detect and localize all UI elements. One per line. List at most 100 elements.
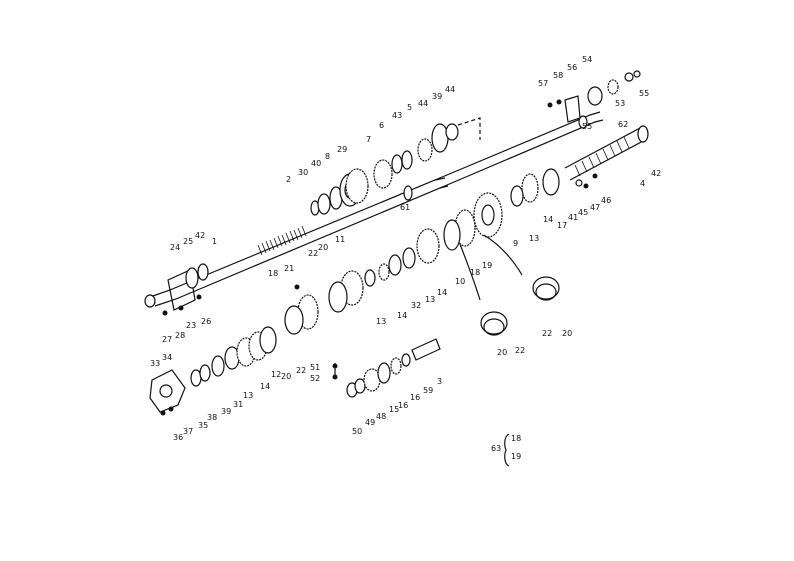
gear-17 bbox=[521, 173, 539, 203]
label-21: 21 bbox=[284, 264, 294, 273]
ring-39b bbox=[211, 355, 225, 377]
label-39: 39 bbox=[432, 92, 442, 101]
label-10: 10 bbox=[455, 277, 465, 286]
layshaft-assembly bbox=[510, 125, 649, 207]
bearing-44 bbox=[445, 123, 459, 141]
label-56: 56 bbox=[567, 63, 577, 72]
ring-55 bbox=[624, 72, 634, 82]
label-16: 16 bbox=[398, 401, 408, 410]
fork-56 bbox=[564, 95, 581, 123]
label-43: 43 bbox=[392, 111, 402, 120]
label-37: 37 bbox=[183, 427, 193, 436]
label-20b: 20 bbox=[281, 372, 291, 381]
ring-13 bbox=[388, 254, 402, 276]
label-22d: 22 bbox=[515, 346, 525, 355]
label-18: 18 bbox=[268, 269, 278, 278]
ring-38 bbox=[199, 364, 211, 382]
pin-21 bbox=[294, 284, 300, 290]
label-47: 47 bbox=[590, 203, 600, 212]
bolt-36 bbox=[160, 410, 166, 416]
bolt-28 bbox=[178, 305, 184, 311]
lower-left-row bbox=[149, 326, 277, 416]
label-17: 17 bbox=[557, 221, 567, 230]
lower-center-row bbox=[332, 338, 441, 398]
ring-20c bbox=[535, 283, 557, 301]
bearing-30 bbox=[317, 193, 331, 215]
label-20c: 20 bbox=[562, 329, 572, 338]
label-40: 40 bbox=[311, 159, 321, 168]
bearing-31 bbox=[224, 346, 240, 370]
gear-15 bbox=[377, 362, 391, 384]
label-20d: 20 bbox=[497, 348, 507, 357]
label-44b: 44 bbox=[445, 85, 455, 94]
label-11: 11 bbox=[335, 235, 345, 244]
ring-22d bbox=[483, 318, 505, 336]
shaft-end bbox=[144, 294, 156, 308]
gear-7 bbox=[373, 159, 393, 189]
spacer-13c bbox=[364, 269, 376, 287]
bearing-25 bbox=[185, 267, 199, 289]
pin-58 bbox=[556, 99, 562, 105]
label-30: 30 bbox=[298, 168, 308, 177]
label-23: 23 bbox=[186, 321, 196, 330]
label-49: 49 bbox=[365, 418, 375, 427]
gear-29 bbox=[345, 168, 369, 204]
ring-14 bbox=[402, 247, 416, 269]
label-13b: 13 bbox=[425, 295, 435, 304]
label-55: 55 bbox=[639, 89, 649, 98]
bolt-26 bbox=[196, 294, 202, 300]
selector-shaft-assembly bbox=[434, 70, 641, 189]
label-51: 51 bbox=[310, 363, 320, 372]
pin-57 bbox=[547, 102, 553, 108]
gear-18c bbox=[284, 305, 304, 335]
main-shaft-splines bbox=[257, 225, 307, 256]
label-13d: 13 bbox=[243, 391, 253, 400]
label-22: 22 bbox=[308, 249, 318, 258]
pin-47 bbox=[583, 183, 589, 189]
ring-43 bbox=[401, 150, 413, 170]
bearing-41 bbox=[542, 168, 560, 196]
label-12: 12 bbox=[271, 370, 281, 379]
label-44: 44 bbox=[418, 99, 428, 108]
label-39b: 39 bbox=[221, 407, 231, 416]
group-brace-63 bbox=[504, 433, 510, 467]
label-14: 14 bbox=[543, 215, 553, 224]
cover-33 bbox=[149, 369, 186, 413]
ring-49 bbox=[354, 378, 366, 394]
label-14d: 14 bbox=[260, 382, 270, 391]
gear-9 bbox=[473, 192, 503, 238]
label-59: 59 bbox=[423, 386, 433, 395]
middle-gear-row bbox=[284, 192, 560, 336]
ring-12 bbox=[259, 326, 277, 354]
bearing-39 bbox=[431, 123, 449, 153]
label-58: 58 bbox=[553, 71, 563, 80]
label-20: 20 bbox=[318, 243, 328, 252]
ring-20d bbox=[480, 311, 508, 335]
label-52: 52 bbox=[310, 374, 320, 383]
bolt-51 bbox=[332, 363, 338, 369]
shaft-3 bbox=[411, 338, 441, 361]
label-61: 61 bbox=[400, 203, 410, 212]
label-9: 9 bbox=[513, 239, 518, 248]
label-36: 36 bbox=[173, 433, 183, 442]
label-48: 48 bbox=[376, 412, 386, 421]
layshaft-end bbox=[637, 125, 649, 143]
label-38: 38 bbox=[207, 413, 217, 422]
label-29: 29 bbox=[337, 145, 347, 154]
pin-45 bbox=[575, 179, 583, 187]
cover-33-hole bbox=[159, 384, 173, 398]
bearing-54 bbox=[587, 86, 603, 106]
label-18c: 18 bbox=[511, 434, 521, 443]
label-53: 53 bbox=[615, 99, 625, 108]
bush-55b bbox=[578, 115, 588, 129]
gear-10 bbox=[416, 228, 440, 264]
label-62: 62 bbox=[618, 120, 628, 129]
label-33: 33 bbox=[150, 359, 160, 368]
label-34: 34 bbox=[162, 353, 172, 362]
label-26: 26 bbox=[201, 317, 211, 326]
spring-53 bbox=[607, 79, 619, 95]
label-55b: 55 bbox=[582, 122, 592, 131]
ring-55-b bbox=[633, 70, 641, 78]
label-18b: 18 bbox=[470, 268, 480, 277]
bolt-37 bbox=[168, 406, 174, 412]
